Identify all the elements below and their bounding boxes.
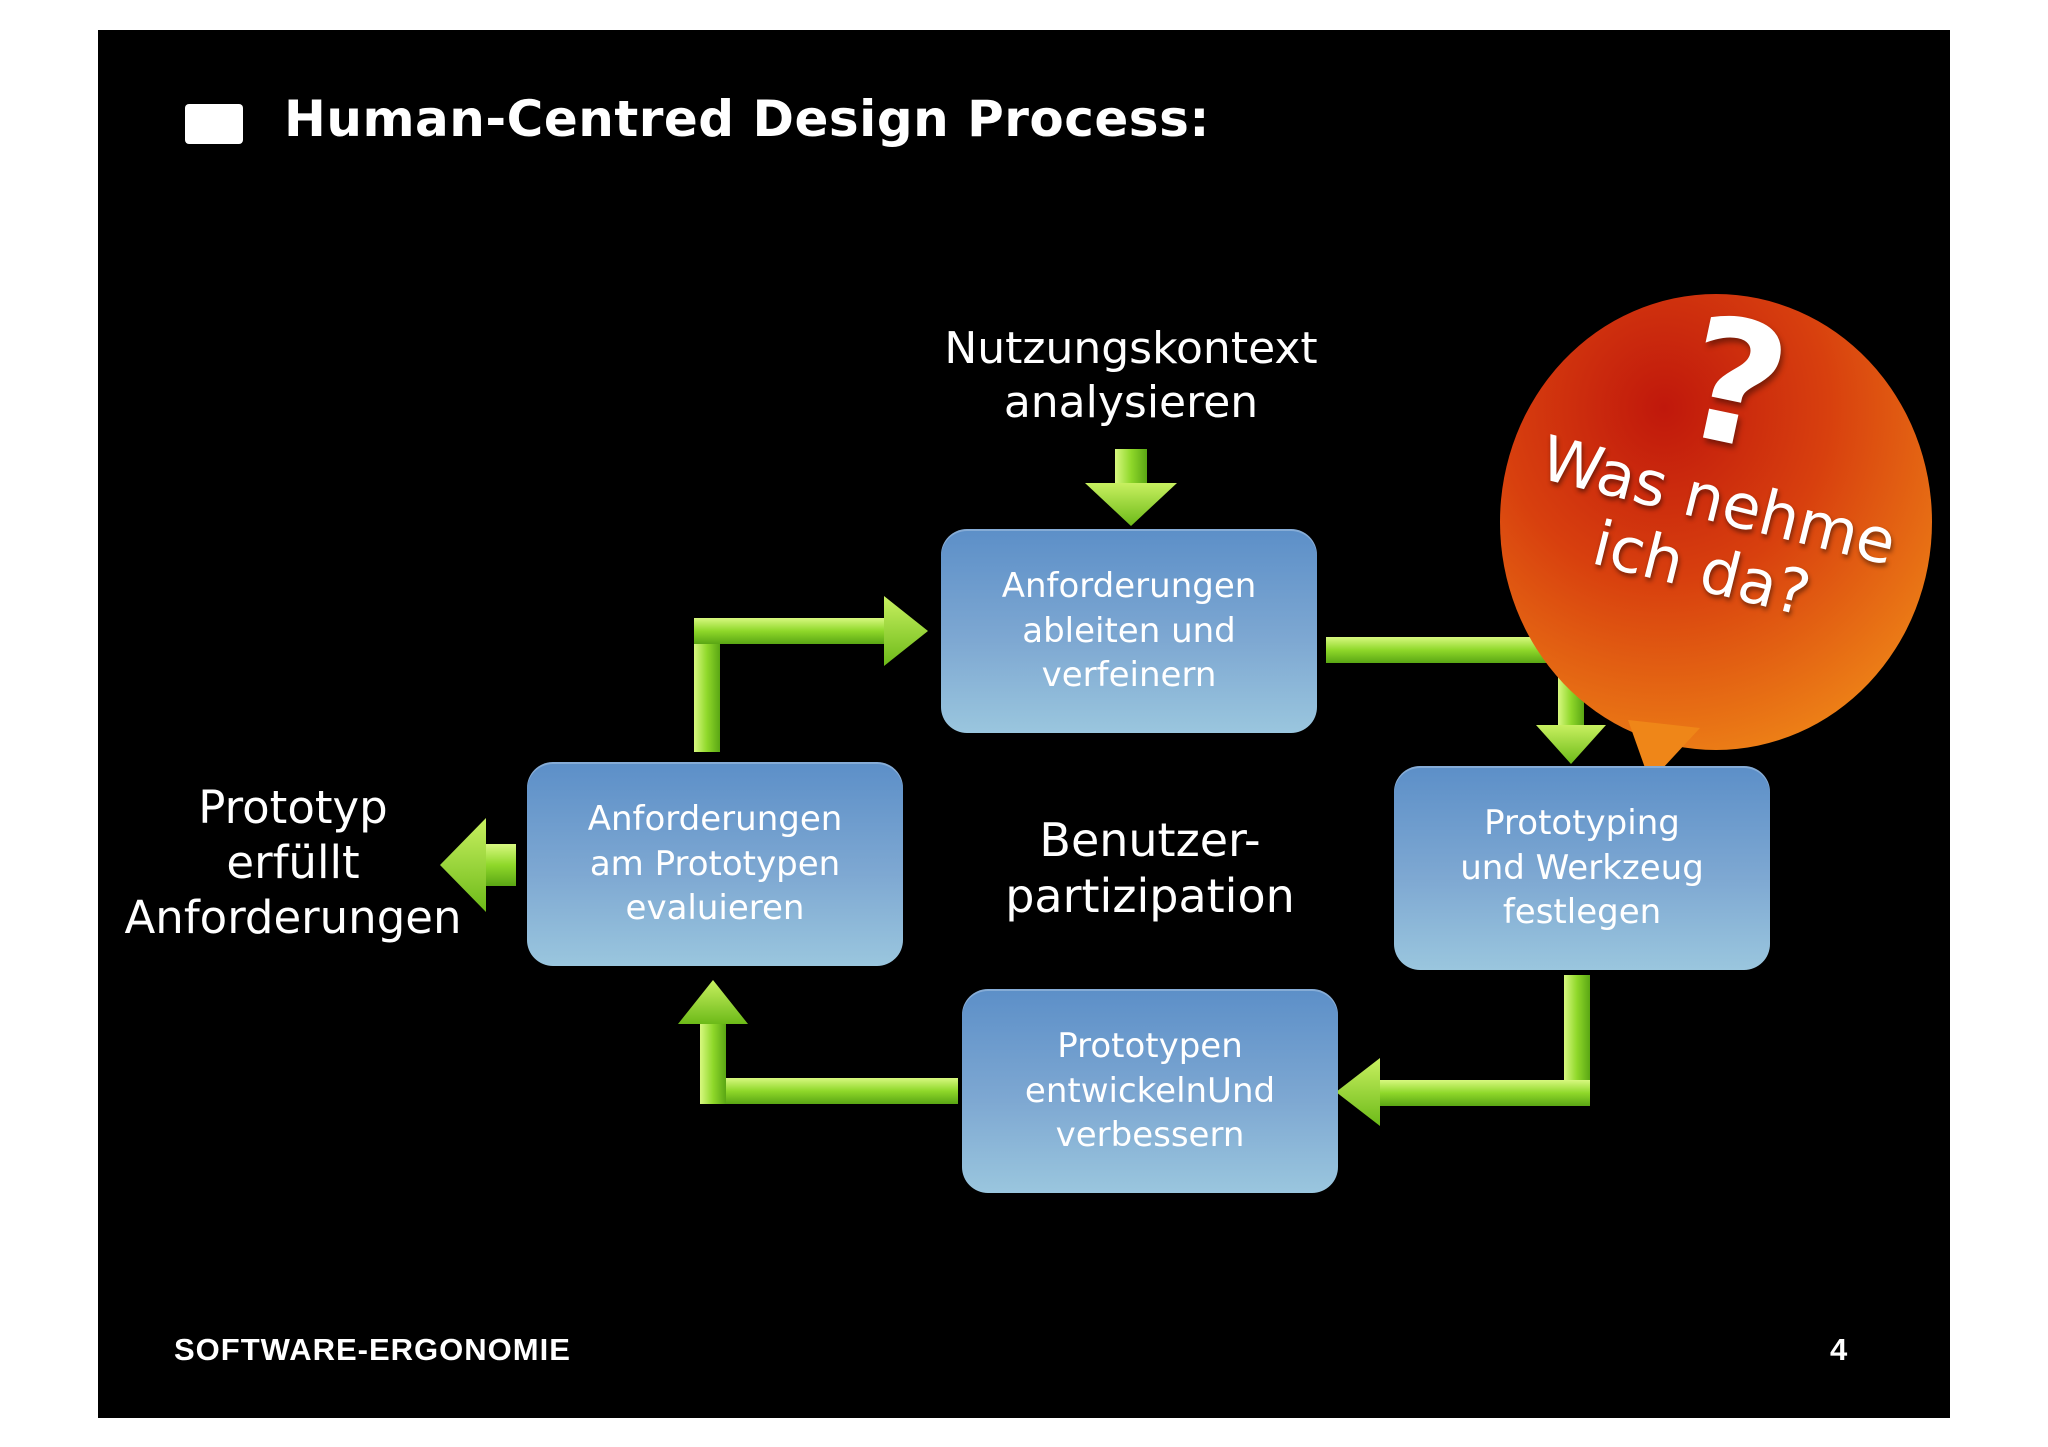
step-prototyping-tools: Prototyping und Werkzeug festlegen <box>1394 766 1770 970</box>
footer-course-label: SOFTWARE-ERGONOMIE <box>174 1332 571 1367</box>
step-text-line: verfeinern <box>1041 655 1217 696</box>
step-text-line: festlegen <box>1502 892 1662 933</box>
step-text-line: evaluieren <box>625 888 805 929</box>
step-derive-requirements: Anforderungen ableiten und verfeinern <box>941 529 1317 733</box>
step-evaluate-requirements: Anforderungen am Prototypen evaluieren <box>527 762 903 966</box>
input-label-line: Nutzungskontext <box>944 323 1318 374</box>
step-text-line: Prototypen <box>1057 1025 1243 1066</box>
step-develop-prototype: Prototypen entwickelnUnd verbessern <box>962 989 1338 1193</box>
output-label-line: Prototyp <box>198 781 388 834</box>
step-text-line: Prototyping <box>1484 802 1680 843</box>
step-text-line: ableiten und <box>1022 610 1236 651</box>
output-label-line: erfüllt <box>226 835 360 889</box>
input-label: Nutzungskontext analysieren <box>916 322 1346 429</box>
title-bullet <box>185 104 243 144</box>
center-label: Benutzer- partizipation <box>970 812 1330 924</box>
center-label-line: Benutzer- <box>1039 813 1261 867</box>
step-text-line: Anforderungen <box>587 798 843 839</box>
center-label-line: partizipation <box>1005 869 1295 924</box>
step-text-line: am Prototypen <box>589 843 841 884</box>
step-text-line: entwickelnUnd <box>1024 1070 1276 1111</box>
step-text-line: verbessern <box>1055 1115 1245 1156</box>
page-number: 4 <box>1830 1332 1848 1367</box>
output-label: Prototyp erfüllt Anforderungen <box>113 781 473 946</box>
slide-title: Human-Centred Design Process: <box>284 90 1210 148</box>
step-text-line: und Werkzeug <box>1460 847 1704 888</box>
input-label-line: analysieren <box>1003 376 1259 428</box>
output-label-line: Anforderungen <box>124 890 462 944</box>
step-text-line: Anforderungen <box>1001 565 1257 606</box>
